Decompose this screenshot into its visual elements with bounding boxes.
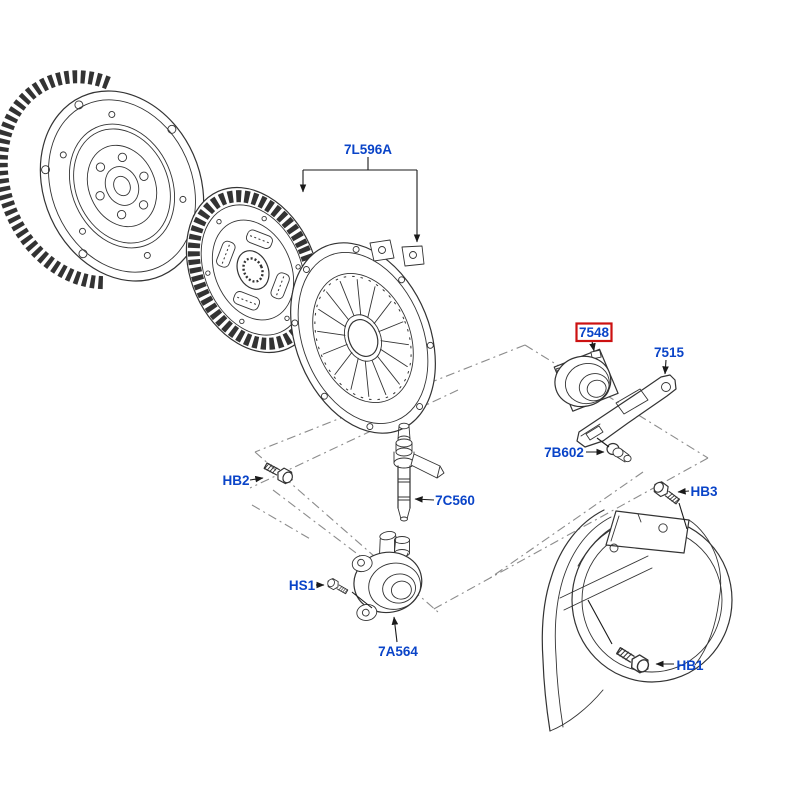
label-bolt-hb3[interactable]: HB3 [690,484,717,499]
part-labels: 7L596A 7548 7515 7B602 HB2 HB3 7C560 HS1… [222,142,717,673]
friction-facing-segments [187,190,319,350]
pressure-plate[interactable] [264,221,462,455]
torsion-spring-window [233,291,261,311]
screw-hs1[interactable] [325,576,350,597]
mounting-lug [401,245,425,267]
mounting-ear [356,603,378,621]
torsion-spring-window [245,229,273,249]
highlight-box [575,322,613,343]
housing-ribs [559,555,653,611]
hub-spline [242,257,264,283]
flywheel[interactable] [0,41,233,321]
torsion-spring-window [216,240,236,268]
cover-rim-holes [291,245,434,431]
shaft-lever-arm [410,453,445,479]
pivot-bolt-7b602[interactable] [606,442,632,463]
label-bolt-hb1[interactable]: HB1 [676,658,703,673]
housing-bracket [605,510,690,554]
diaphragm-fingers [317,279,409,397]
flywheel-bolt-holes [95,152,149,220]
label-lever-pivot-bolt[interactable]: 7B602 [544,445,584,460]
label-guide-tube[interactable]: 7C560 [435,493,475,508]
mounting-lug [369,239,395,262]
label-release-bearing[interactable]: 7548 [579,325,610,340]
finger-tips [314,275,412,401]
fork-slot [585,425,604,441]
bell-housing[interactable] [541,509,733,732]
torsion-spring-window [270,272,290,300]
slave-cylinder[interactable] [344,527,428,622]
fork-pivot-hole [661,382,671,392]
bolt-hb2[interactable] [261,459,296,487]
label-clutch-kit[interactable]: 7L596A [344,142,392,157]
release-bearing[interactable] [550,347,620,413]
disc-rivets [205,215,301,325]
cylinder-bore [382,573,416,604]
label-release-lever[interactable]: 7515 [654,345,685,360]
release-fork[interactable] [576,374,677,448]
label-slave-cylinder[interactable]: 7A564 [378,644,418,659]
clutch-disc[interactable] [161,166,344,374]
bearing-bore [578,373,610,402]
bolt-hb3[interactable] [650,478,682,508]
mounting-ear [351,555,373,573]
bolt-hb1[interactable] [613,643,653,676]
leader-lines [249,157,690,668]
fork-window [615,388,649,415]
flywheel-face-holes [59,111,187,259]
label-screw-hs1[interactable]: HS1 [289,578,316,593]
label-bolt-hb2[interactable]: HB2 [222,473,249,488]
